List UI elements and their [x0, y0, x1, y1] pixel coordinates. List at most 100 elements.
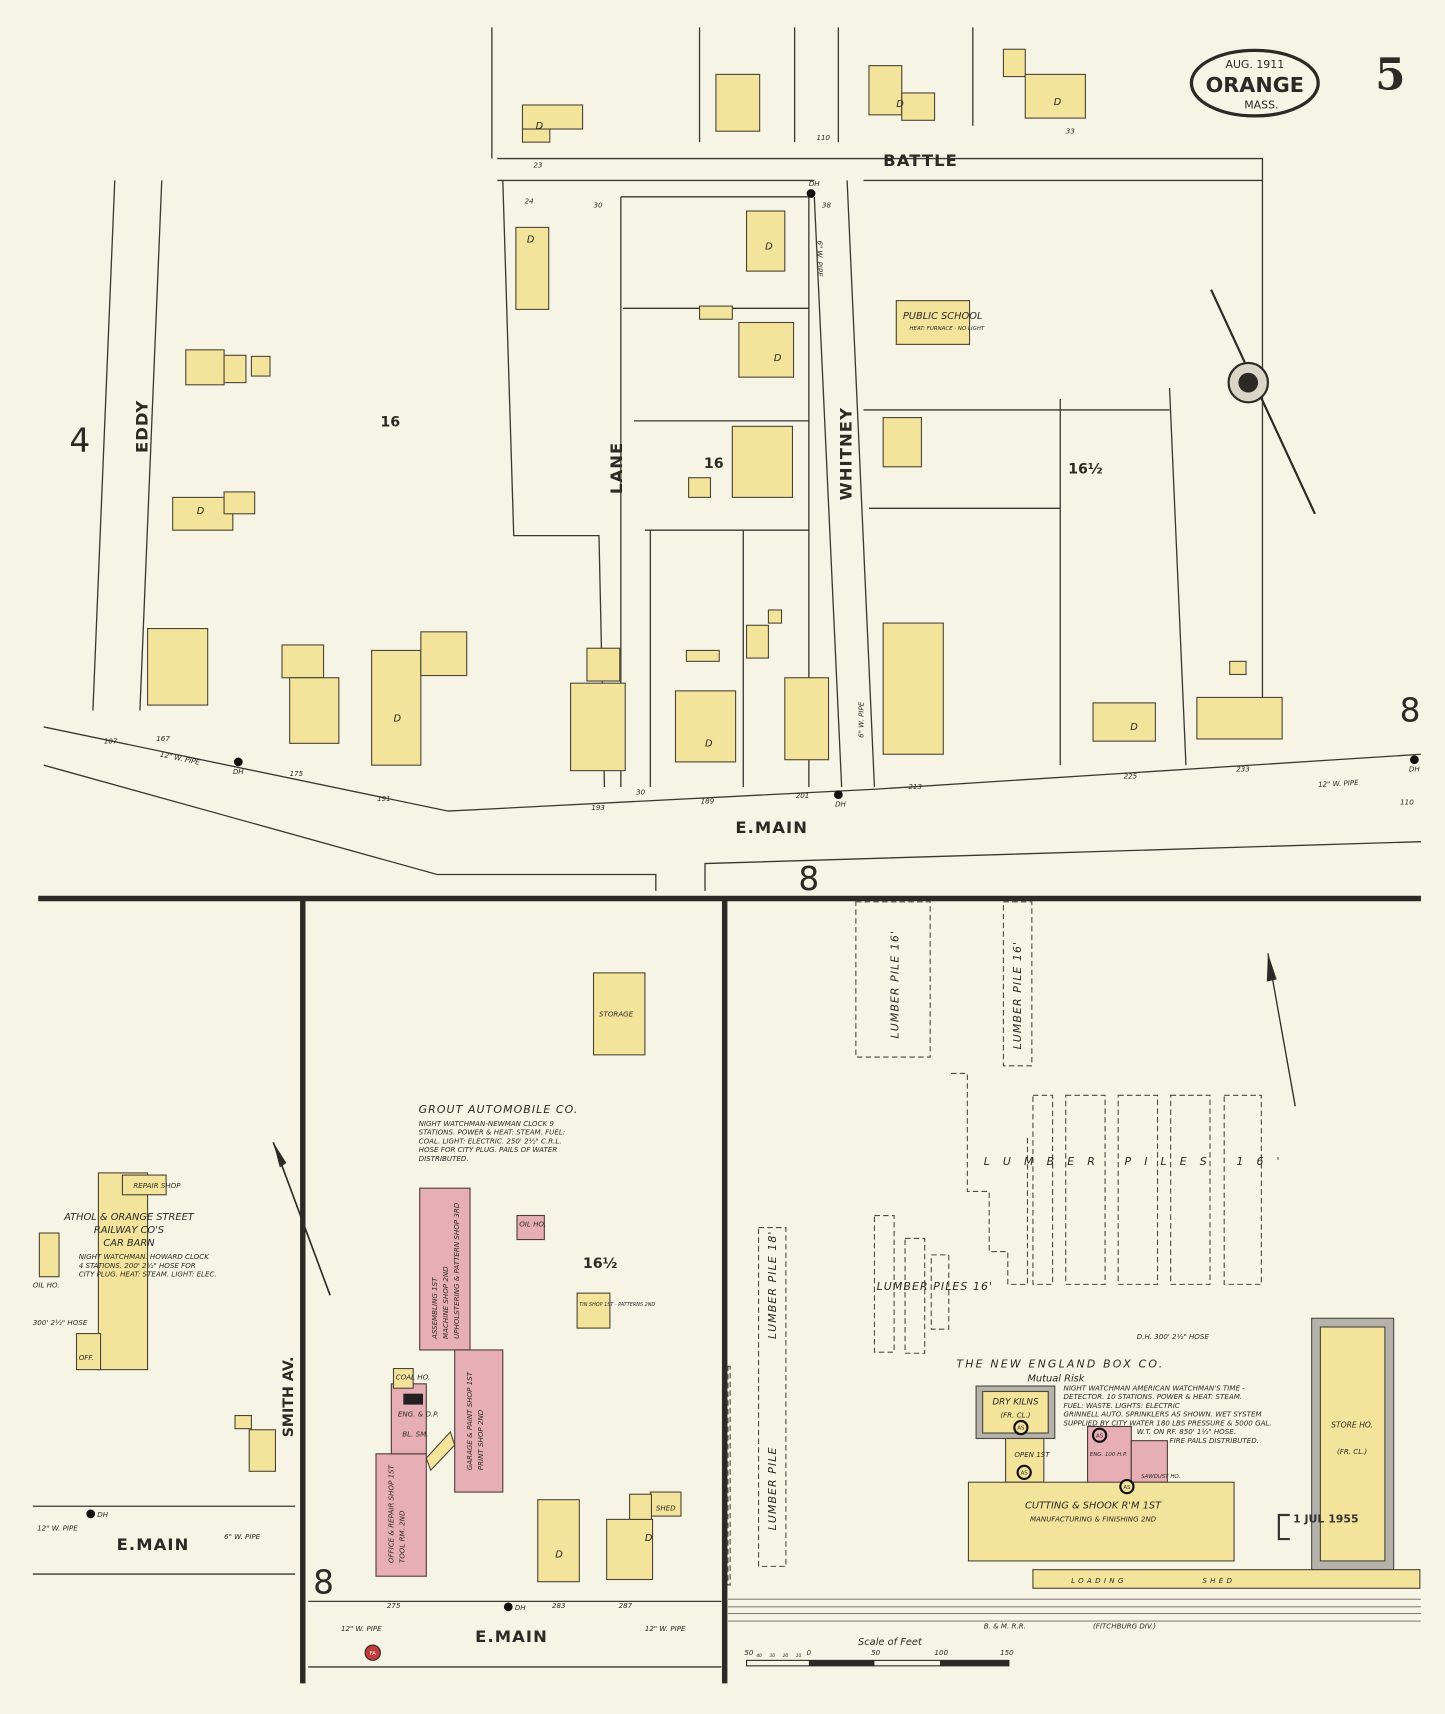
engine-label: ENG. & D.P. — [398, 1410, 439, 1419]
house-number: 33 — [1066, 126, 1076, 135]
dwelling-label: D — [197, 506, 205, 517]
dwellings-top: D D D D D D D D D D — [147, 48, 1283, 772]
hydrant-label: DH — [233, 767, 244, 776]
house-number: 233 — [1236, 765, 1250, 774]
scale-tick: 150 — [1000, 1648, 1014, 1657]
house-numbers: 23 24 30 110 33 38 107 167 175 191 193 3… — [104, 126, 1414, 1610]
scale-tick: 30 — [770, 1653, 776, 1659]
box-co-note: SUPPLIED BY CITY WATER 180 LBS PRESSURE … — [1064, 1418, 1272, 1427]
dwelling-label: D — [555, 1550, 563, 1561]
engine-label: ENG. 100 H.P. — [1090, 1452, 1128, 1458]
block-number: 16 — [704, 456, 724, 472]
garage-label: GARAGE & PAINT SHOP 1ST — [465, 1371, 474, 1470]
scale-tick: 100 — [935, 1648, 949, 1657]
sprinkler-mark: AS — [1017, 1426, 1025, 1432]
railroad-division: (FITCHBURG DIV.) — [1093, 1622, 1156, 1631]
block-number: 16½ — [583, 1256, 617, 1272]
car-barn-note: NIGHT WATCHMAN. HOWARD CLOCK — [79, 1252, 211, 1261]
street-label-e-main-bottom-left: E.MAIN — [117, 1535, 190, 1554]
box-co-risk: Mutual Risk — [1027, 1374, 1085, 1385]
open-label: OPEN 1ST — [1014, 1450, 1050, 1459]
north-arrow-icon — [1266, 953, 1296, 1107]
pipe-label: 6" W. PIPE — [224, 1532, 261, 1541]
north-arrow-icon — [272, 1141, 331, 1296]
lumber-pile-label: LUMBER PILE 16' — [1011, 941, 1024, 1050]
dwelling-label: D — [774, 353, 782, 364]
street-label-e-main-bottom-center: E.MAIN — [475, 1627, 548, 1646]
title-cartouche: AUG. 1911 ORANGE MASS. — [1189, 48, 1320, 118]
public-school: PUBLIC SCHOOL HEAT: FURNACE · NO LIGHT — [903, 311, 985, 332]
lumber-pile-label: LUMBER PILE 16' — [888, 930, 901, 1039]
sawdust-house-label: SAWDUST HO. — [1141, 1474, 1180, 1480]
house-number: 191 — [377, 794, 391, 803]
block-number: 16½ — [1068, 461, 1102, 477]
assembling-label: ASSEMBLING 1ST — [430, 1277, 439, 1340]
sprinkler-mark: AS — [1123, 1485, 1131, 1491]
scale-tick: 10 — [796, 1653, 802, 1659]
grout-automobile-co: GROUT AUTOMOBILE CO. NIGHT WATCHMAN-NEWM… — [375, 972, 682, 1583]
water-pipe-labels: 12" W. PIPE 6" W. PIPE 6" W. PIPE 12" W.… — [37, 241, 1359, 1633]
dwelling-label: D — [393, 713, 401, 724]
dwelling-label: D — [536, 121, 544, 132]
hydrant-label: DH — [1409, 765, 1420, 774]
dwelling-label: D — [765, 241, 773, 252]
box-co-note: FUEL: WASTE. LIGHTS: ELECTRIC — [1064, 1401, 1180, 1410]
stamp-text: 1 JUL 1955 — [1293, 1513, 1359, 1526]
hydrants: DH DH DH DH DH DH — [86, 179, 1420, 1612]
scale-title: Scale of Feet — [858, 1637, 923, 1648]
grout-note: HOSE FOR CITY PLUG. PAILS OF WATER — [419, 1145, 558, 1154]
grout-note: NIGHT WATCHMAN-NEWMAN CLOCK 9 — [419, 1119, 555, 1128]
grout-note: STATIONS. POWER & HEAT: STEAM. FUEL: — [419, 1128, 566, 1137]
public-school-name: PUBLIC SCHOOL — [903, 311, 983, 322]
house-number: 30 — [636, 788, 646, 797]
fire-alarm-label: FA — [370, 1651, 377, 1657]
repair-shop-label: REPAIR SHOP — [133, 1181, 181, 1190]
block-number: 16 — [380, 414, 400, 430]
sprinkler-mark: AS — [1021, 1471, 1029, 1477]
house-number: 30 — [594, 201, 604, 210]
house-number: 275 — [387, 1601, 401, 1610]
tool-room-label: TOOL RM. 2ND — [397, 1510, 406, 1563]
scale-tick: 50 — [871, 1648, 881, 1657]
street-label-eddy: EDDY — [133, 400, 152, 453]
railroad-name: B. & M. R.R. — [984, 1622, 1026, 1631]
hydrant-icon — [1410, 755, 1419, 765]
hydrant-icon — [86, 1509, 96, 1519]
house-number: 193 — [591, 803, 605, 812]
new-england-box-co: THE NEW ENGLAND BOX CO. Mutual Risk NIGH… — [956, 1317, 1421, 1589]
grout-name: GROUT AUTOMOBILE CO. — [419, 1103, 579, 1116]
hydrant-icon — [806, 189, 816, 198]
scale-bar: Scale of Feet 50 40 30 20 10 0 50 100 15… — [744, 1637, 1014, 1667]
sheet-section-borders — [38, 895, 1421, 1684]
dwelling-label: D — [527, 235, 535, 246]
pipe-label: 12" W. PIPE — [37, 1523, 78, 1532]
hydrant-icon — [503, 1602, 513, 1612]
office-label: OFF. — [79, 1353, 94, 1362]
loading-label: LOADING — [1071, 1576, 1126, 1585]
north-arrow-compass-icon — [1210, 289, 1316, 515]
hydrant-label: DH — [809, 179, 820, 188]
scale-tick: 0 — [807, 1648, 812, 1657]
public-school-note: HEAT: FURNACE · NO LIGHT — [909, 326, 985, 332]
hose-label: 300' 2½" HOSE — [33, 1318, 88, 1327]
pipe-label: 12" W. PIPE — [1318, 778, 1360, 789]
lumber-pile-label: LUMBER PILE — [766, 1447, 779, 1531]
house-number: 24 — [525, 196, 534, 205]
street-label-battle: BATTLE — [883, 151, 958, 170]
office-repair-label: OFFICE & REPAIR SHOP 1ST — [386, 1464, 395, 1563]
hydrant-icon — [833, 790, 843, 800]
dry-kilns-label: DRY KILNS — [992, 1398, 1039, 1408]
house-number: 110 — [817, 133, 831, 142]
shed-label: SHED — [1202, 1576, 1235, 1585]
grout-note: COAL. LIGHT: ELECTRIC. 250' 2½" C.R.L. — [419, 1136, 562, 1145]
car-barn-name: CAR BARN — [103, 1238, 155, 1249]
scale-tick: 20 — [783, 1653, 789, 1659]
fire-alarm-box: FA — [364, 1644, 381, 1661]
dh-hose-label: D.H. 300' 2½" HOSE — [1137, 1332, 1210, 1341]
hydrant-label: DH — [835, 800, 846, 809]
house-number: 201 — [796, 791, 810, 800]
pipe-label: 12" W. PIPE — [645, 1624, 686, 1633]
house-number: 287 — [619, 1601, 633, 1610]
upholstering-label: UPHOLSTERING & PATTERN SHOP 3RD — [452, 1202, 461, 1339]
dwelling-label: D — [1130, 722, 1138, 733]
